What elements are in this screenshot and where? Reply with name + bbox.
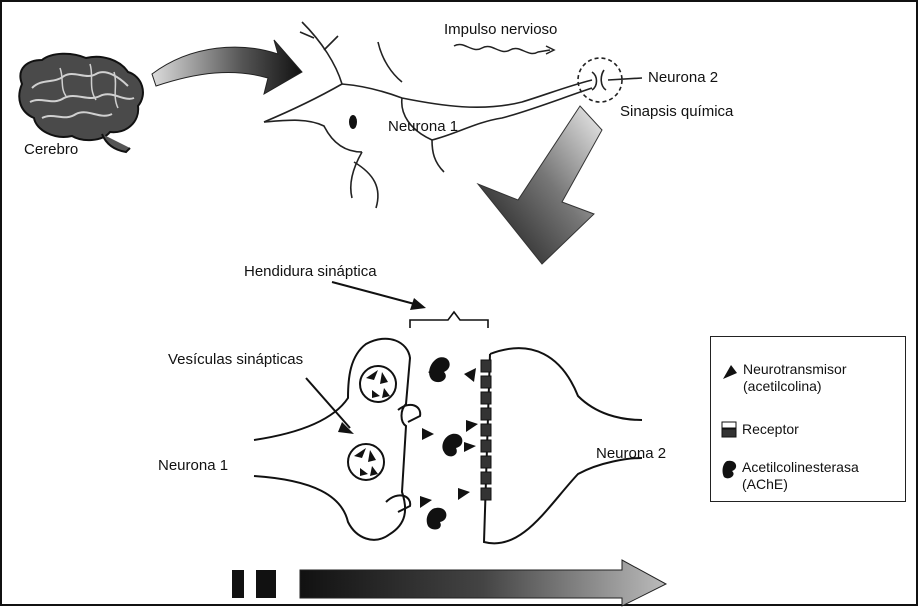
cleft-pointer-line — [332, 282, 422, 306]
cleft-pointer-arrowhead — [410, 298, 426, 310]
cleft-label: Hendidura sináptica — [244, 263, 377, 280]
vesicles-label: Vesículas sinápticas — [168, 351, 303, 368]
synapse-label: Sinapsis química — [620, 103, 734, 120]
direction-arrow — [300, 560, 666, 606]
neuron-1-top-label: Neurona 1 — [388, 118, 458, 135]
legend-box: Neurotransmisor (acetilcolina) Receptor … — [710, 336, 906, 502]
cleft-bracket — [410, 312, 488, 328]
neuron-2-bottom-label: Neurona 2 — [596, 445, 666, 462]
neuron-2-top-label: Neurona 2 — [648, 69, 718, 86]
legend-ache-label: Acetilcolinesterasa — [742, 459, 859, 475]
legend-receptor-label: Receptor — [742, 421, 799, 438]
impulse-label: Impulso nervioso — [444, 21, 557, 38]
legend-neurotransmitter-sublabel: (acetilcolina) — [743, 378, 822, 394]
brain-icon — [19, 54, 143, 152]
legend-ache: Acetilcolinesterasa (AChE) — [721, 459, 859, 493]
ache-enzymes — [427, 357, 463, 529]
legend-receptor: Receptor — [721, 421, 799, 439]
synapse-detail — [592, 70, 642, 90]
neurotransmitter-icon — [721, 363, 739, 381]
zoom-down-arrow — [478, 106, 602, 264]
ache-icon — [721, 459, 739, 481]
impulse-squiggle — [454, 44, 550, 53]
synaptic-vesicle — [348, 444, 384, 480]
receptor-icon — [721, 421, 739, 439]
synaptic-vesicle — [360, 366, 396, 402]
legend-neurotransmitter-label: Neurotransmisor — [743, 361, 846, 377]
legend-ache-sublabel: (AChE) — [742, 476, 788, 492]
legend-neurotransmitter: Neurotransmisor (acetilcolina) — [721, 361, 846, 395]
neuron-1-bottom-label: Neurona 1 — [158, 457, 228, 474]
receptor-column — [481, 360, 491, 500]
vesicle-fusing — [386, 495, 410, 512]
neuron-1-nucleus — [349, 115, 357, 129]
brain-to-neuron-arrow — [152, 40, 302, 94]
brain-label: Cerebro — [24, 141, 78, 158]
direction-bar-2 — [256, 570, 276, 598]
direction-bar-1 — [232, 570, 244, 598]
